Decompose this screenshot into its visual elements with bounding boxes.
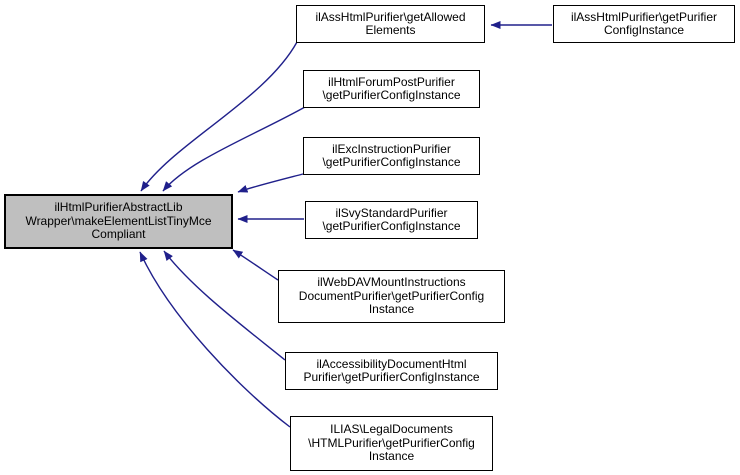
edge-accessibility-to-central	[163, 250, 286, 361]
edge-excinstruction-to-central	[237, 173, 304, 193]
edge-getallowedelements-to-central	[140, 41, 298, 192]
node-forumpost-getpurifierconfiginstance[interactable]: ilHtmlForumPostPurifier \getPurifierConf…	[303, 70, 480, 108]
node-label-line: ilAssHtmlPurifier\getAllowed	[315, 9, 466, 24]
node-label-line: ilAccessibilityDocumentHtml	[316, 356, 467, 371]
node-ass-getallowedelements[interactable]: ilAssHtmlPurifier\getAllowed Elements	[296, 5, 485, 43]
node-legaldocuments-getpurifierconfiginstance[interactable]: ILIAS\LegalDocuments \HTMLPurifier\getPu…	[290, 416, 493, 471]
node-label-line: \getPurifierConfigInstance	[322, 88, 461, 102]
node-label-line: ilSvyStandardPurifier	[335, 205, 448, 220]
node-label-line: DocumentPurifier\getPurifierConfig	[298, 288, 485, 303]
node-label-line: ILIAS\LegalDocuments	[330, 422, 453, 437]
node-accessibilitydocumenthtml-getpurifierconfiginstance[interactable]: ilAccessibilityDocumentHtml Purifier\get…	[285, 352, 498, 390]
node-label-line: \getPurifierConfigInstance	[322, 219, 461, 233]
node-makeelementlisttinymcecompliant[interactable]: ilHtmlPurifierAbstractLib Wrapper\makeEl…	[4, 194, 233, 249]
node-label-line: Purifier\getPurifierConfigInstance	[303, 370, 480, 384]
edge-legaldocuments-to-central	[139, 251, 291, 428]
node-webdavmountinstructions-getpurifierconfiginstance[interactable]: ilWebDAVMountInstructions DocumentPurifi…	[278, 270, 505, 323]
node-label-line: \HTMLPurifier\getPurifierConfig	[308, 435, 475, 450]
node-label-line: \getPurifierConfigInstance	[322, 155, 461, 169]
node-label-line: ilExcInstructionPurifier	[332, 141, 451, 156]
node-label-line: ilHtmlPurifierAbstractLib	[54, 200, 183, 215]
node-label-line: Elements	[365, 23, 416, 37]
edge-webdav-to-central	[232, 249, 279, 281]
node-label-line: Instance	[368, 302, 415, 317]
node-label-line: ilHtmlForumPostPurifier	[328, 74, 455, 89]
node-label-line: ilAssHtmlPurifier\getPurifier	[570, 9, 718, 24]
node-label-line: Instance	[368, 449, 415, 464]
node-label-line: ConfigInstance	[603, 23, 685, 37]
node-label-line: ilWebDAVMountInstructions	[317, 275, 466, 290]
edge-forumpost-to-central	[162, 106, 306, 192]
node-label-line: Compliant	[91, 227, 146, 242]
node-excinstruction-getpurifierconfiginstance[interactable]: ilExcInstructionPurifier \getPurifierCon…	[303, 137, 480, 175]
node-svystandard-getpurifierconfiginstance[interactable]: ilSvyStandardPurifier \getPurifierConfig…	[305, 201, 478, 239]
node-label-line: Wrapper\makeElementListTinyMce	[25, 213, 212, 228]
node-ass-getpurifierconfiginstance[interactable]: ilAssHtmlPurifier\getPurifier ConfigInst…	[553, 5, 735, 43]
